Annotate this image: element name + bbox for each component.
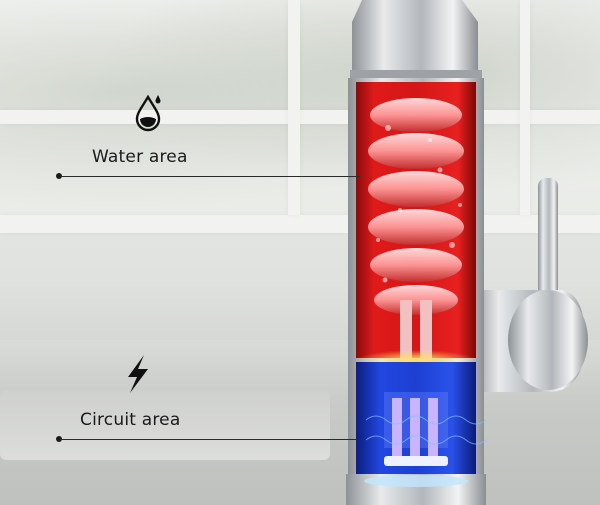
water-area-label: Water area	[92, 147, 188, 167]
circuit-internals	[365, 392, 487, 466]
window-frame-vertical-right	[520, 0, 530, 215]
circuit-leader-dot	[56, 436, 62, 442]
water-leader-line	[60, 176, 360, 177]
faucet-top-cap	[352, 0, 478, 80]
water-leader-dot	[56, 173, 62, 179]
water-bubbles	[376, 125, 462, 283]
water-drop-icon	[135, 94, 161, 132]
spout-knob	[508, 290, 588, 390]
spout-pipe	[538, 178, 558, 298]
background-sink	[0, 390, 330, 460]
lightning-bolt-icon	[128, 355, 148, 393]
faucet-top-ring	[350, 70, 482, 80]
circuit-leader-line	[60, 439, 360, 440]
window-frame-vertical	[288, 0, 300, 215]
circuit-area-label: Circuit area	[80, 410, 181, 430]
